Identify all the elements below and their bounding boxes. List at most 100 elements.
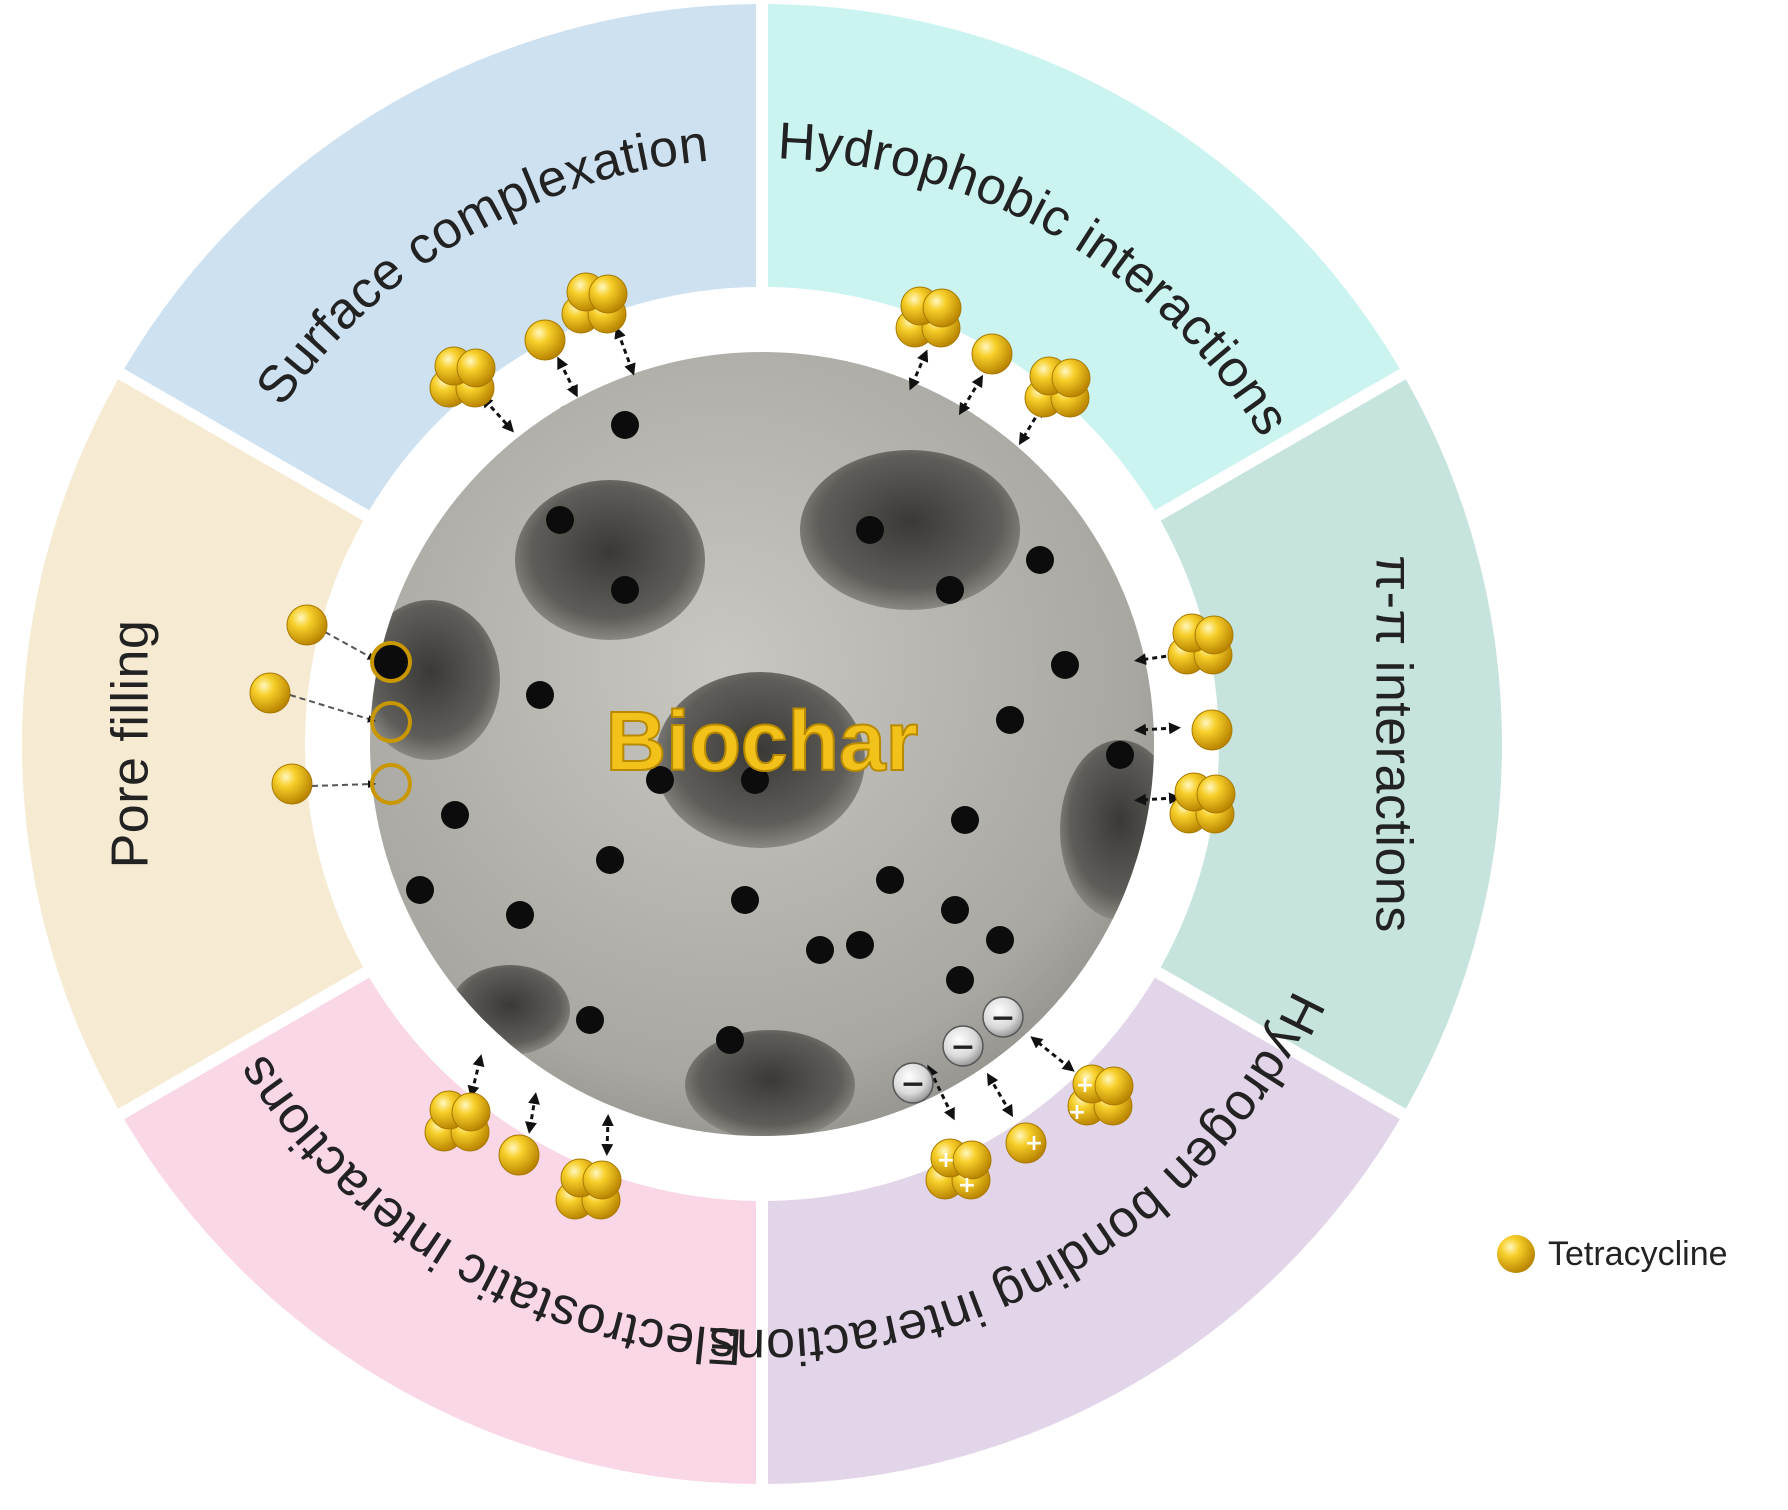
pore-site-ring [370,701,412,743]
pore-filling-arrow [311,780,376,789]
micropore [716,1026,744,1054]
pore-filling-sites [370,641,412,805]
positive-charge-sign: + [958,1173,976,1198]
micropore [941,896,969,924]
tetracycline-ball [456,348,496,388]
micropore [611,411,639,439]
pore-filling-label: Pore filling [102,620,160,869]
micropore [576,1006,604,1034]
micropore [546,506,574,534]
positive-charge-sign: + [1076,1073,1094,1098]
micropore [946,966,974,994]
micropore [596,846,624,874]
interaction-arrow [1134,649,1181,666]
micropore [936,576,964,604]
tetracycline-molecules [249,272,1236,1220]
legend-label: Tetracycline [1548,1235,1728,1273]
positive-charge-sign: + [1068,1100,1086,1125]
filled-pore [373,644,409,680]
micropore [406,876,434,904]
micropore [986,926,1014,954]
biochar-label: Biochar [606,694,919,788]
interaction-arrow [525,1092,540,1134]
pi-pi-interactions-label: π-π interactions [1364,555,1422,932]
large-pore [655,672,865,848]
large-pore [450,965,570,1055]
tetracycline-ball [1194,615,1234,655]
tetracycline-ball [952,1140,992,1180]
negative-charge-sign: − [990,1001,1015,1036]
tetracycline-ball [1094,1066,1134,1106]
tetracycline-ball [286,604,328,646]
tetracycline-ball [249,672,291,714]
tetracycline-ball [524,319,566,361]
micropore [731,886,759,914]
surface-charges: −−−+++++ [892,996,1094,1198]
micropore [526,681,554,709]
micropore [876,866,904,894]
micropore [951,806,979,834]
tetracycline-ball [1051,358,1091,398]
negative-charge-icon [982,996,1024,1038]
negative-charge-sign: − [900,1067,925,1102]
large-pore [370,600,500,760]
micropores [406,381,1134,1054]
micropore [856,516,884,544]
legend: Tetracycline [1497,1235,1728,1273]
interaction-arrow [467,1054,485,1098]
tetracycline-ball [971,333,1013,375]
micropore [741,766,769,794]
interaction-arrow [986,1072,1014,1118]
micropore [846,931,874,959]
interaction-arrow [1134,792,1181,806]
positive-charge-sign: + [937,1148,955,1173]
pore-filling-segment [21,379,364,1109]
interaction-arrow [557,356,578,398]
pore-site-ring [370,641,412,683]
positive-charge-sign: + [1025,1131,1043,1156]
large-pore [800,450,1020,610]
pore-site-ring [370,763,412,805]
pore-filling-arrow [324,631,376,660]
micropore [1106,741,1134,769]
pore-filling-arrow [289,694,376,723]
biochar-core: Biochar [370,352,1154,1136]
tetracycline-ball [1191,709,1233,751]
micropore [441,801,469,829]
negative-charge-sign: − [950,1030,975,1065]
interaction-arrow [1018,404,1044,446]
micropore [996,706,1024,734]
tetracycline-ball [498,1134,540,1176]
micropore [1026,546,1054,574]
interaction-arrows [289,326,1181,1156]
hydrogen-bonding-interactions-segment [124,977,757,1484]
micropore [506,901,534,929]
surface-complexation-segment [124,4,757,511]
micropore [541,381,569,409]
tetracycline-ball [271,763,313,805]
electrostatic-interactions-segment [767,977,1400,1484]
interaction-arrow [614,326,636,376]
interaction-arrow [958,374,984,416]
interaction-arrow [1134,722,1181,736]
mechanism-ring [21,4,1502,1484]
interaction-arrow [601,1114,614,1156]
large-pore [515,480,705,640]
micropore [611,576,639,604]
tetracycline-ball [582,1160,622,1200]
tetracycline-legend-icon [1497,1235,1535,1273]
negative-charge-icon [892,1062,934,1104]
interaction-arrow [1030,1036,1075,1072]
interaction-arrow [908,349,929,391]
tetracycline-ball [1196,774,1236,814]
pi-pi-interactions-segment [1160,379,1502,1109]
micropore [646,766,674,794]
micropore [806,936,834,964]
interaction-arrow [481,395,514,433]
tetracycline-ball [588,274,628,314]
hydrophobic-interactions-segment [767,4,1400,511]
micropore [1051,651,1079,679]
tetracycline-ball [451,1092,491,1132]
tetracycline-ball [922,288,962,328]
